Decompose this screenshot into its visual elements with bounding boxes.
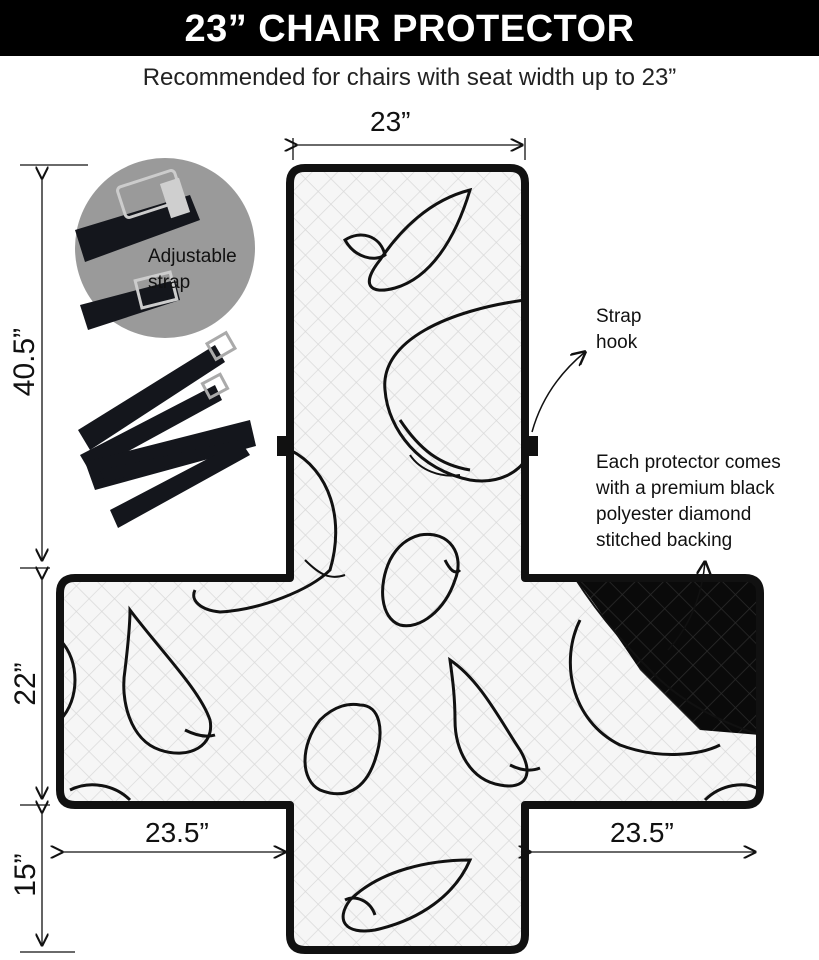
backing-arrow-icon	[667, 562, 705, 651]
callout-backing: Each protector comes with a premium blac…	[596, 452, 781, 551]
dim-left-arm: 23.5”	[145, 817, 209, 848]
dim-right-arm: 23.5”	[610, 817, 674, 848]
dimension-lines	[20, 138, 755, 953]
strap-buckle-icon	[75, 158, 255, 338]
strap-hook-left	[277, 436, 291, 456]
page-title: 23” CHAIR PROTECTOR	[184, 8, 635, 50]
page-subtitle: Recommended for chairs with seat width u…	[142, 64, 677, 91]
protector-body	[56, 164, 764, 954]
callout-adjustable-strap: Adjustable strap	[148, 246, 237, 293]
dim-front-height: 15”	[9, 853, 42, 897]
backing-flap	[575, 578, 760, 735]
title-banner	[0, 0, 819, 56]
dim-top-width: 23”	[370, 106, 411, 137]
garlic-pattern	[60, 187, 760, 933]
dim-back-height: 40.5”	[8, 327, 41, 397]
callout-strap-hook: Strap hook	[596, 306, 642, 353]
strap-hook-arrow-icon	[531, 352, 585, 433]
strap-hook-right	[524, 436, 538, 456]
dim-seat-height: 22”	[9, 662, 42, 706]
loose-straps-icon	[78, 330, 256, 528]
